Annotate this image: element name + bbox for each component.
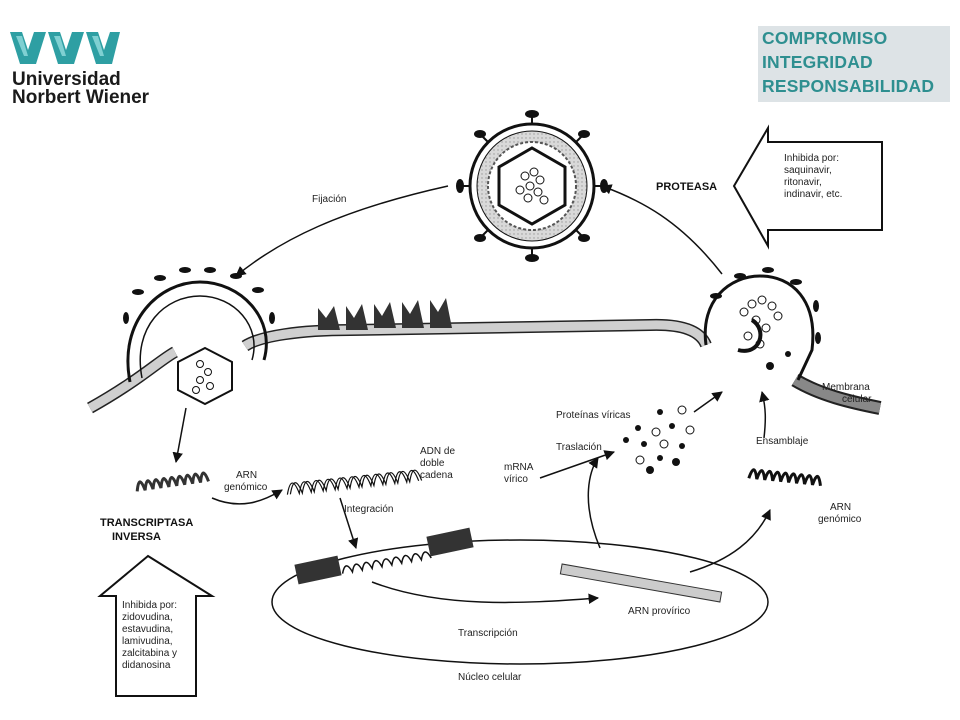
integrated-provirus <box>294 527 474 585</box>
label-integracion: Integración <box>344 504 393 515</box>
rt-inhibitor-arrow: Inhibida por: zidovudina, estavudina, la… <box>97 554 216 697</box>
genomic-rna-right <box>747 468 822 486</box>
label-arn-genomico-right-2: genómico <box>818 514 862 525</box>
rt-inhibitor-line-3: estavudina, <box>122 624 173 635</box>
mature-virion <box>456 110 608 262</box>
dna-double-helix <box>286 469 423 496</box>
flow-arrows <box>172 184 771 604</box>
label-nucleo: Núcleo celular <box>458 672 522 683</box>
label-arn-genomico-left-1: ARN <box>236 470 257 481</box>
rt-inhibitor-line-4: lamivudina, <box>122 636 173 647</box>
label-adn-1: ADN de <box>420 446 455 457</box>
logo-line-1: Universidad <box>12 69 121 90</box>
rt-inhibitor-line-6: didanosina <box>122 660 171 671</box>
label-transcriptasa-1: TRANSCRIPTASA <box>100 517 193 529</box>
label-adn-2: doble <box>420 458 445 469</box>
label-proteinas: Proteínas víricas <box>556 410 630 421</box>
label-mrna-1: mRNA <box>504 462 534 473</box>
label-proteasa: PROTEASA <box>656 181 717 193</box>
label-arn-genomico-left-2: genómico <box>224 482 268 493</box>
protease-inhibitor-line-3: ritonavir, <box>784 177 822 188</box>
viral-proteins-cluster <box>623 405 695 474</box>
value-responsabilidad: RESPONSABILIDAD <box>762 76 935 96</box>
genomic-rna-left <box>135 471 210 492</box>
logo-line-2: Norbert Wiener <box>12 88 150 104</box>
protease-inhibitor-line-4: indinavir, etc. <box>784 189 842 200</box>
university-logo-icon <box>10 32 120 64</box>
label-ensamblaje: Ensamblaje <box>756 436 809 447</box>
rt-inhibitor-line-1: Inhibida por: <box>122 600 177 611</box>
label-adn-3: cadena <box>420 470 453 481</box>
label-traslacion: Traslación <box>556 442 602 453</box>
label-transcripcion: Transcripción <box>458 628 518 639</box>
value-compromiso: COMPROMISO <box>762 28 888 48</box>
proviral-rna-bar <box>559 563 723 603</box>
rt-inhibitor-line-2: zidovudina, <box>122 612 173 623</box>
university-logo: Universidad Norbert Wiener <box>10 28 170 108</box>
rt-inhibitor-line-5: zalcitabina y <box>122 648 177 659</box>
entry-virion <box>123 267 275 406</box>
protease-inhibitor-line-1: Inhibida por: <box>784 153 839 164</box>
value-integridad: INTEGRIDAD <box>762 52 873 72</box>
protease-inhibitor-line-2: saquinavir, <box>784 165 832 176</box>
label-fijacion: Fijación <box>312 194 346 205</box>
label-arn-genomico-right-1: ARN <box>830 502 851 513</box>
cell-nucleus <box>271 539 769 665</box>
budding-virion <box>703 267 821 381</box>
values-banner: COMPROMISO INTEGRIDAD RESPONSABILIDAD <box>758 26 950 102</box>
protease-inhibitor-arrow: Inhibida por: saquinavir, ritonavir, ind… <box>732 124 883 250</box>
cell-receptors <box>318 298 452 330</box>
label-membrana-2: celular <box>842 394 872 405</box>
label-membrana-1: Membrana <box>822 382 870 393</box>
label-transcriptasa-2: INVERSA <box>112 531 161 543</box>
label-arn-proviral: ARN provírico <box>628 606 691 617</box>
label-mrna-2: vírico <box>504 474 528 485</box>
